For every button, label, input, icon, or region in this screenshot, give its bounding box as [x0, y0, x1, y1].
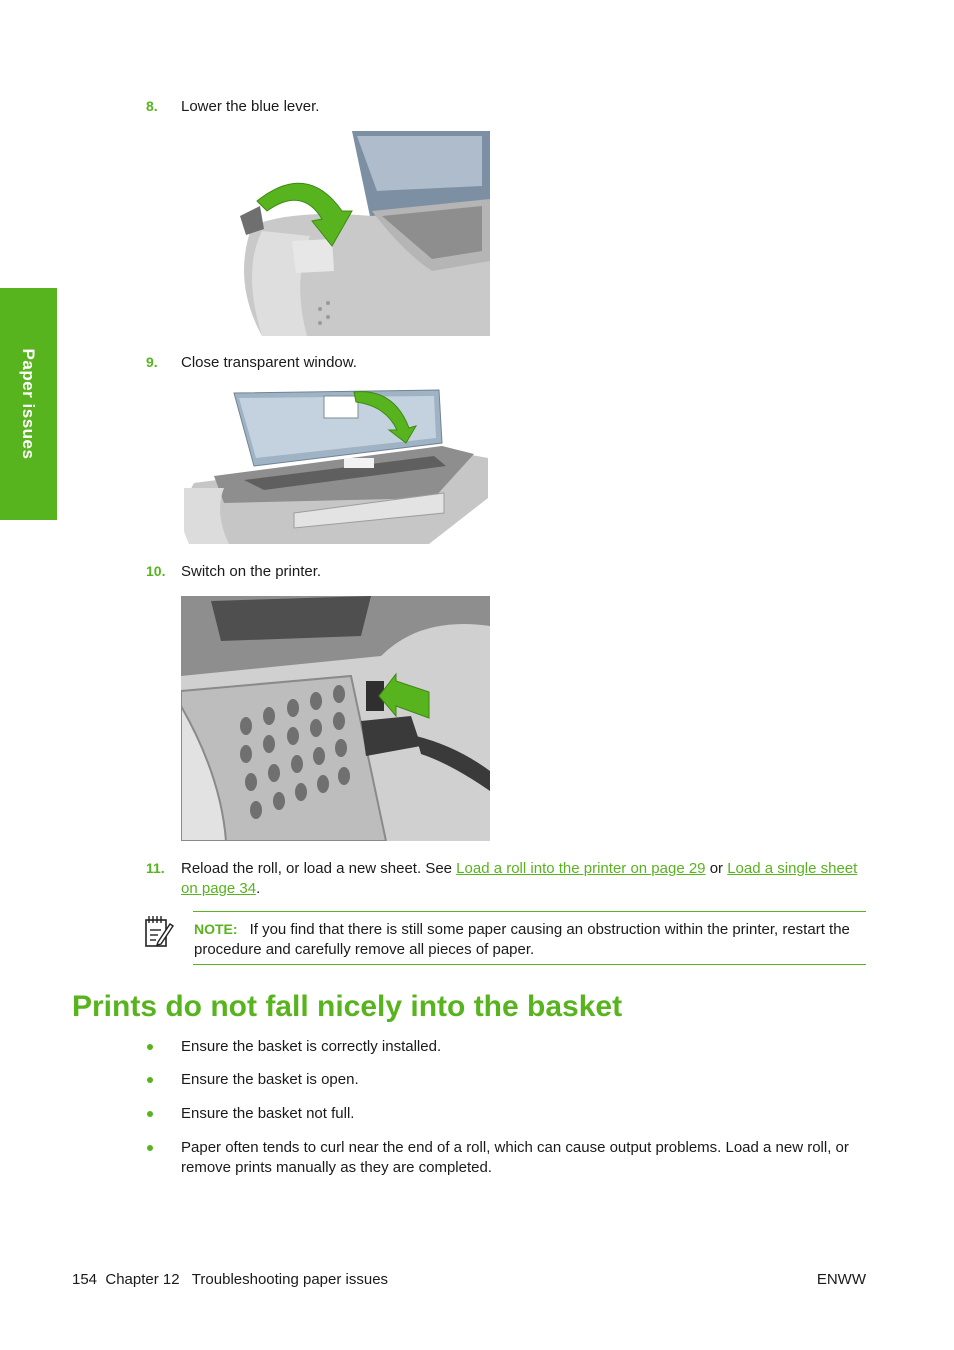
bullet-text: Ensure the basket is open. — [181, 1071, 359, 1088]
lower-blue-lever-illustration — [232, 131, 490, 336]
step-11: 11. Reload the roll, or load a new sheet… — [146, 859, 868, 898]
step-number: 9. — [146, 354, 158, 370]
close-window-illustration — [184, 388, 488, 544]
bullet-text: Ensure the basket not full. — [181, 1105, 355, 1122]
step-text: Reload the roll, or load a new sheet. Se… — [181, 859, 868, 898]
step-text-part: or — [705, 860, 728, 877]
note-pencil-icon — [144, 914, 174, 948]
load-roll-link[interactable]: Load a roll into the printer on page 29 — [456, 860, 706, 877]
bullet-dot — [147, 1145, 153, 1151]
note-label: NOTE: — [194, 921, 238, 937]
note-box: NOTE:If you find that there is still som… — [193, 911, 866, 965]
section-title: Prints do not fall nicely into the baske… — [72, 990, 623, 1023]
step-text: Lower the blue lever. — [181, 98, 320, 115]
bullet-dot — [147, 1111, 153, 1117]
bullet-item: Ensure the basket not full. — [146, 1104, 868, 1124]
step-text: Switch on the printer. — [181, 563, 322, 580]
step-text-part: . — [256, 879, 261, 897]
step-number: 11. — [146, 860, 165, 876]
bullet-item: Ensure the basket is open. — [146, 1070, 868, 1090]
footer-edition: ENWW — [816, 1271, 866, 1288]
load-sheet-link[interactable]: Load a single sheet on page 34 — [181, 860, 858, 897]
note-text: NOTE:If you find that there is still som… — [194, 919, 866, 960]
bullet-dot — [147, 1044, 153, 1050]
bullet-item: Ensure the basket is correctly installed… — [146, 1037, 868, 1057]
step-number: 8. — [146, 98, 158, 114]
step-number: 10. — [146, 563, 166, 579]
bullet-item: Paper often tends to curl near the end o… — [146, 1138, 868, 1177]
footer-page-info: 154 Chapter 12 Troubleshooting paper iss… — [72, 1271, 389, 1288]
step-text: Close transparent window. — [181, 354, 357, 371]
side-tab-label: Paper issues — [19, 348, 38, 460]
bullet-text: Ensure the basket is correctly installed… — [181, 1038, 442, 1055]
bullet-dot — [147, 1077, 153, 1083]
bullet-text: Paper often tends to curl near the end o… — [181, 1139, 849, 1176]
power-switch-illustration — [181, 596, 490, 841]
step-text-part: Reload the roll, or load a new sheet. Se… — [181, 860, 457, 877]
chapter-side-tab: Paper issues — [0, 288, 57, 520]
note-body: If you find that there is still some pap… — [194, 921, 850, 958]
